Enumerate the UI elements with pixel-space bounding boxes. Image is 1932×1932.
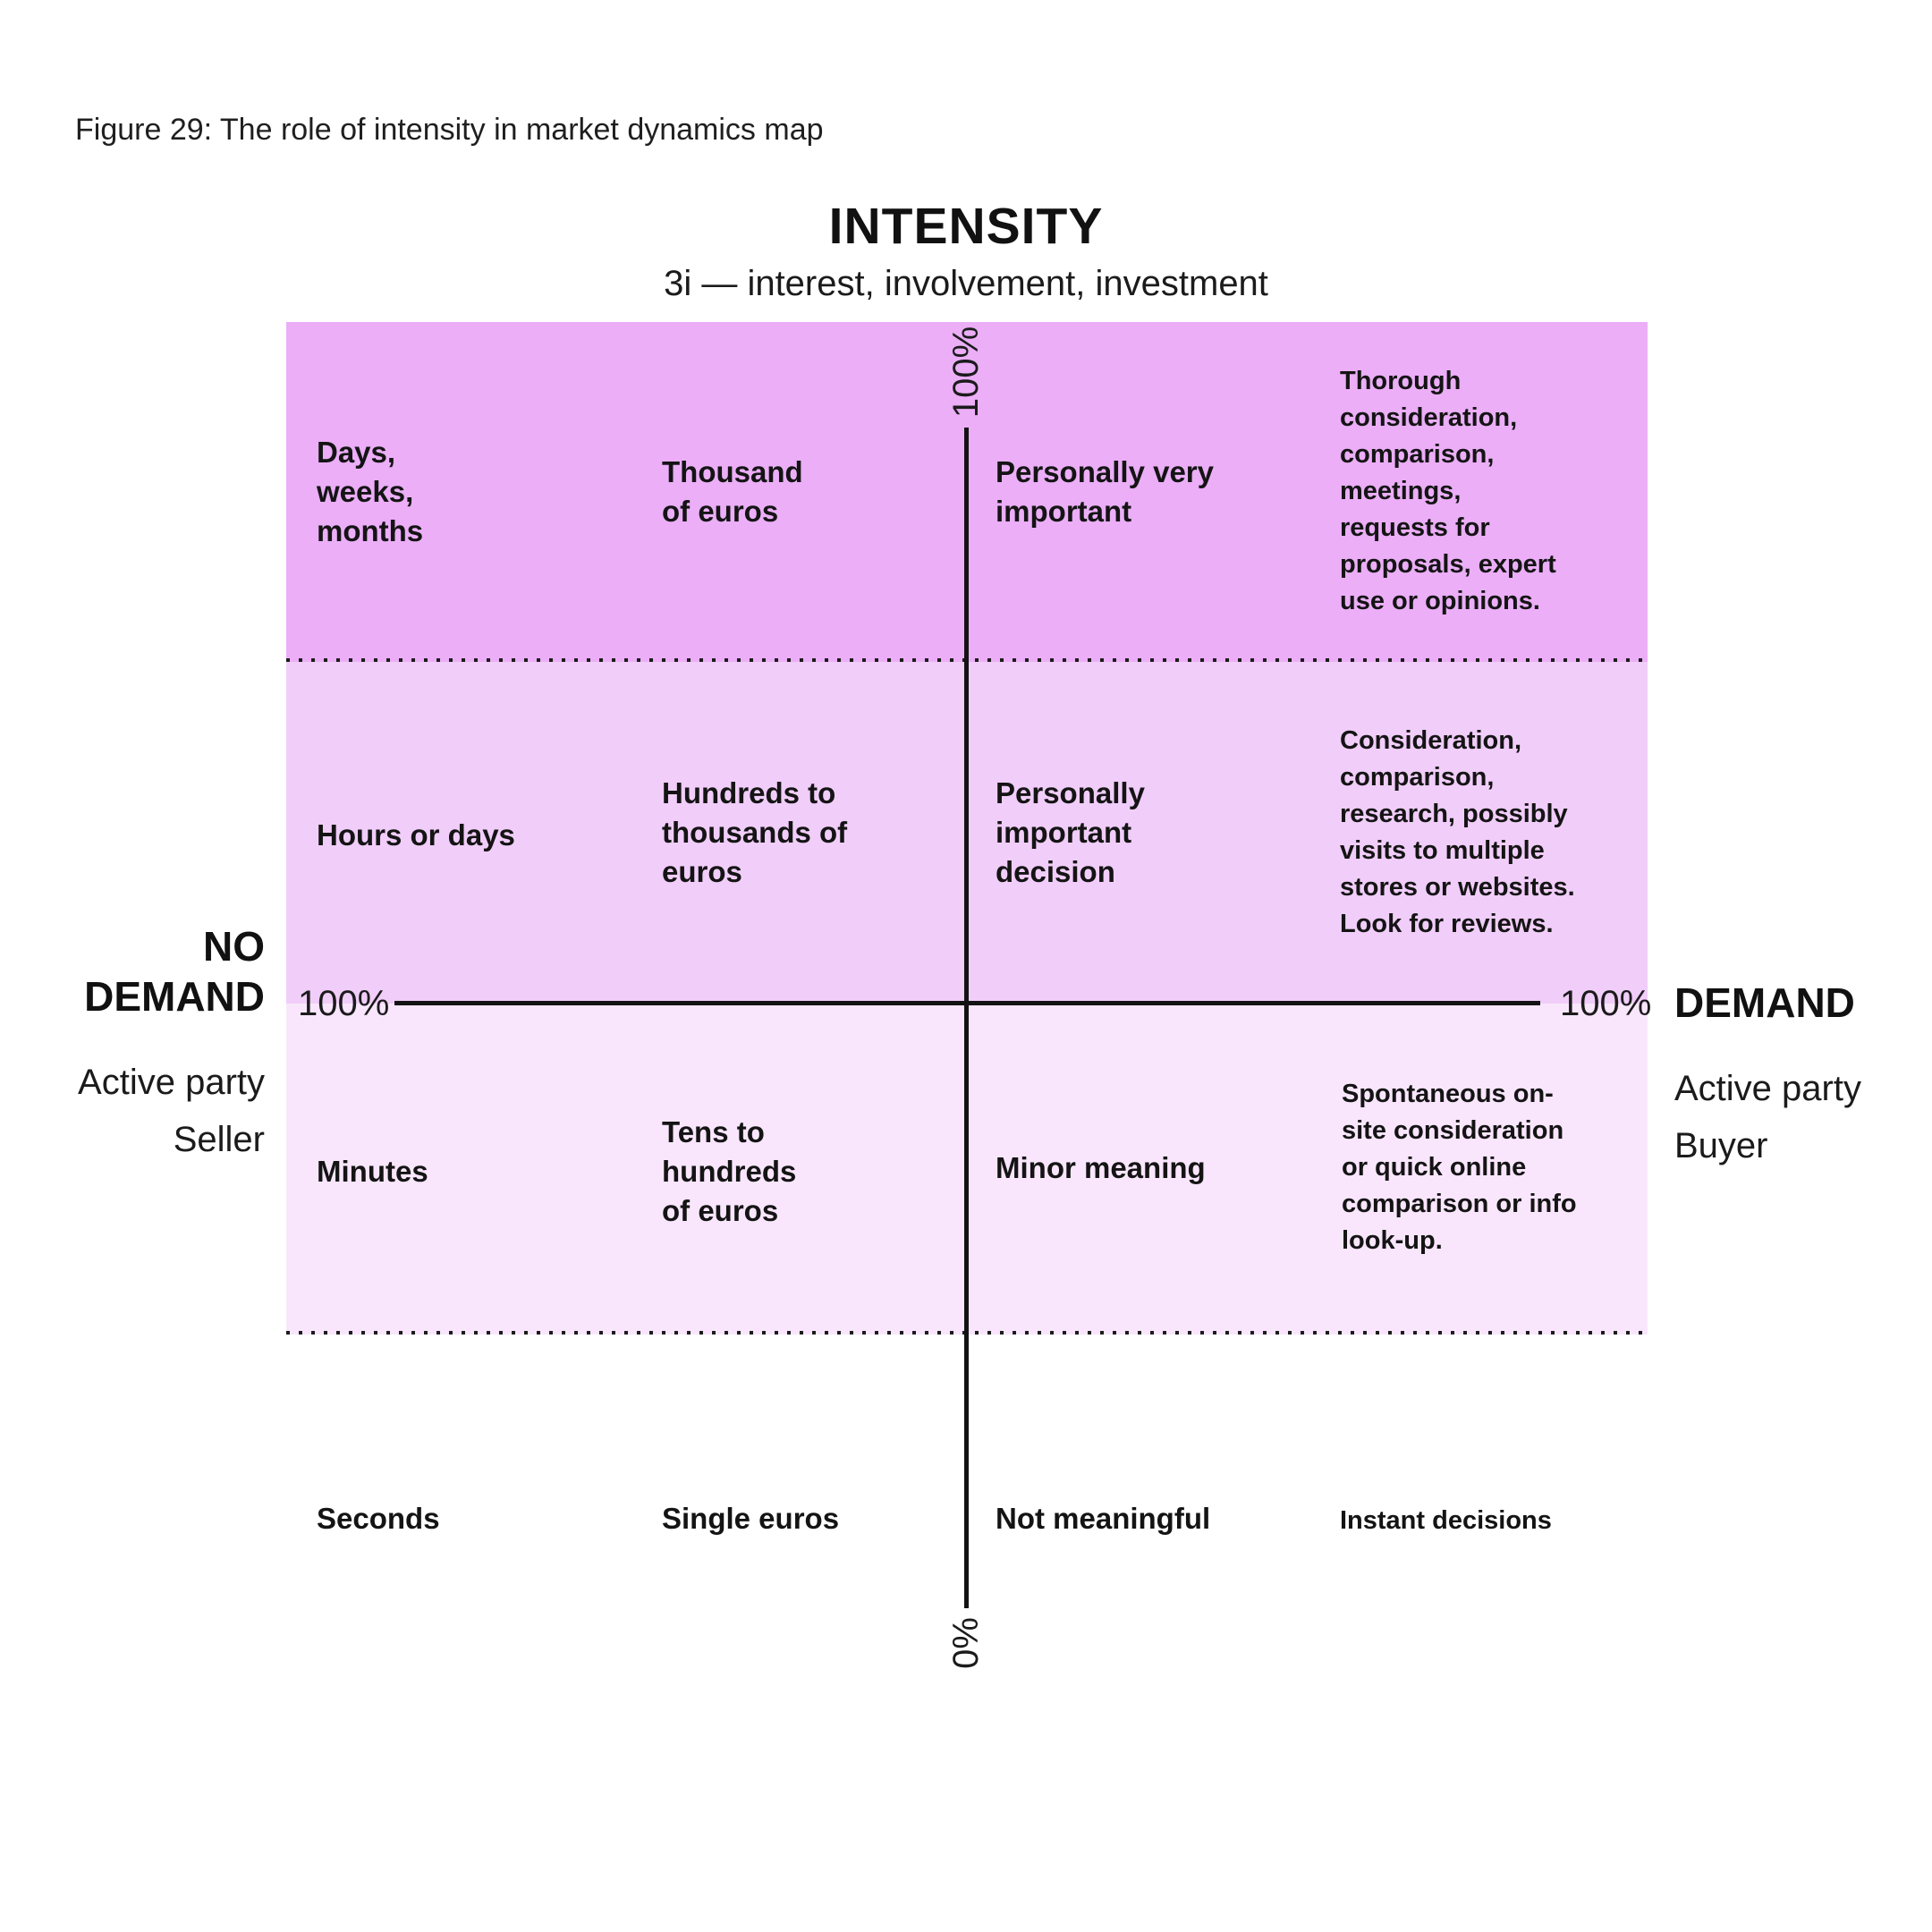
demand-title: DEMAND (1674, 979, 1855, 1026)
cell-row3-meaning: Minor meaning (996, 1151, 1206, 1184)
horizontal-axis-line (394, 1001, 1540, 1005)
axis-label-bottom-0: 0% (946, 1617, 986, 1669)
demand-label: DEMAND Active party Buyer (1674, 962, 1861, 1191)
cell-row3-behavior: Spontaneous on- site consideration or qu… (1342, 1080, 1577, 1255)
cell-row4-money: Single euros (662, 1502, 840, 1535)
cell-row3-money: Tens to hundreds of euros (662, 1115, 797, 1227)
cell-row1-time: Days, weeks, months (317, 436, 424, 547)
cell-row4-meaning: Not meaningful (996, 1502, 1211, 1535)
no-demand-subtitle: Active party Seller (78, 1063, 265, 1159)
chart-title: INTENSITY (828, 198, 1104, 255)
axis-label-left-100: 100% (298, 984, 390, 1023)
cell-row2-meaning: Personally important decision (996, 776, 1145, 888)
cell-row3-time: Minutes (317, 1155, 428, 1188)
vertical-axis-line (964, 428, 969, 1608)
cell-row2-behavior: Consideration, comparison, research, pos… (1340, 726, 1575, 938)
cell-row4-time: Seconds (317, 1502, 440, 1535)
cell-row2-time: Hours or days (317, 818, 515, 852)
figure-caption: Figure 29: The role of intensity in mark… (75, 113, 824, 147)
cell-row1-meaning: Personally very important (996, 455, 1214, 528)
cell-row1-money: Thousand of euros (662, 455, 803, 528)
cell-row2-money: Hundreds to thousands of euros (662, 776, 848, 888)
cell-row1-behavior: Thorough consideration, comparison, meet… (1340, 367, 1556, 615)
no-demand-title: NO DEMAND (84, 923, 265, 1020)
cell-row4-behavior: Instant decisions (1340, 1506, 1552, 1535)
axis-label-top-100: 100% (946, 326, 986, 419)
axis-label-right-100: 100% (1560, 984, 1652, 1023)
chart-subtitle: 3i — interest, involvement, investment (664, 264, 1268, 303)
no-demand-label: NO DEMAND Active party Seller (78, 905, 265, 1184)
demand-subtitle: Active party Buyer (1674, 1069, 1861, 1165)
